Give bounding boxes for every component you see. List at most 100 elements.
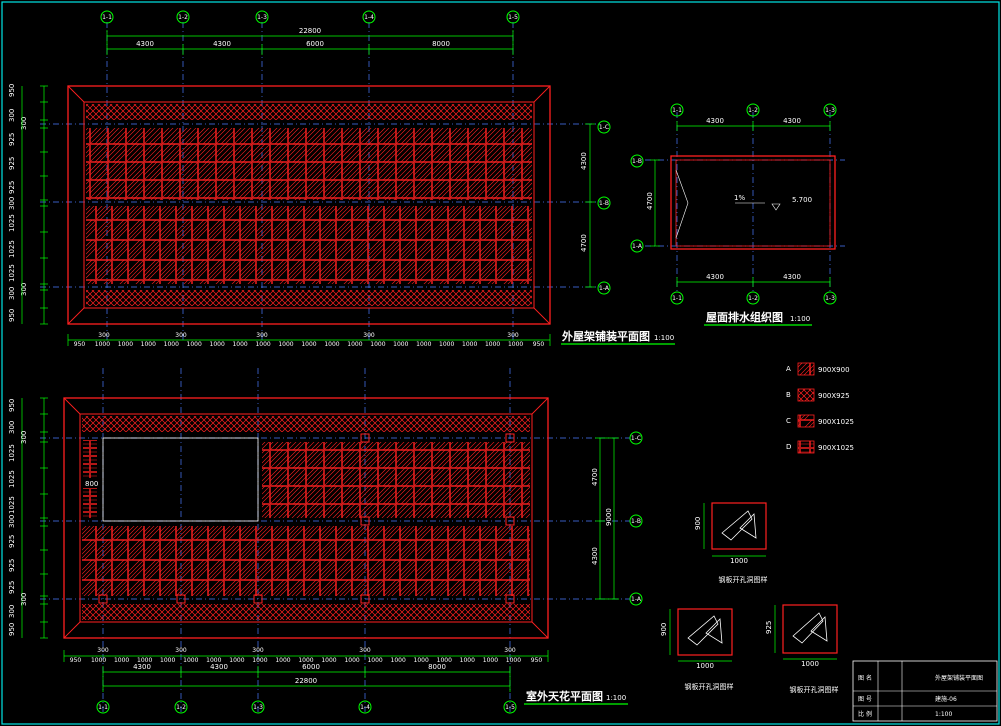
material-legend: A 900X900 B 900X925 C 900X1025 D 900X102… xyxy=(786,362,854,454)
plan1-column-dim-2: 300 xyxy=(175,332,187,339)
legend-swatch-c xyxy=(797,414,815,428)
svg-text:1-1: 1-1 xyxy=(672,107,682,114)
plan3-right-total: 9000 xyxy=(605,508,613,526)
legend-label-d: 900X1025 xyxy=(818,444,854,452)
plan3-left-dim: 1025 xyxy=(8,496,16,514)
plan1-top-dim-4: 8000 xyxy=(432,40,450,48)
detail3-width: 1000 xyxy=(801,660,819,668)
plan1-left-dim: 1025 xyxy=(8,214,16,232)
plan1-bottom-dim-7: 1000 xyxy=(210,341,225,348)
plan3-bottom-dim-1: 4300 xyxy=(133,663,151,671)
plan1-left-dim: 1025 xyxy=(8,264,16,282)
plan1-bottom-dim-10: 1000 xyxy=(278,341,293,348)
plan1-bottom-dim-13: 1000 xyxy=(347,341,362,348)
plan1-bottom-dim-19: 1000 xyxy=(485,341,500,348)
plan2-scale: 1:100 xyxy=(790,315,810,323)
plan1-left-dim: 300 xyxy=(8,287,16,300)
plan1-bottom-dim-14: 1000 xyxy=(370,341,385,348)
plan1-left-dim: 300 xyxy=(8,109,16,122)
plan3-left-dim: 300 xyxy=(20,431,28,444)
detail-steel-plate-2: 1000 900 钢板开孔洞图样 xyxy=(660,608,734,691)
plan3-bottom-dim-small-9: 1000 xyxy=(252,657,267,664)
plan3-inner-label: 800 xyxy=(85,480,98,488)
plan3-bottom-dim-small-15: 1000 xyxy=(391,657,406,664)
svg-text:1-A: 1-A xyxy=(632,243,643,250)
plan3-column-dim-1: 300 xyxy=(97,647,109,654)
plan3-bottom-dim-small-19: 1000 xyxy=(483,657,498,664)
detail2-width: 1000 xyxy=(696,662,714,670)
plan3-left-dim: 300 xyxy=(8,421,16,434)
plan3-bottom-dim-small-20: 1000 xyxy=(506,657,521,664)
legend-key-a: A xyxy=(786,365,791,373)
plan1-bottom-dim-17: 1000 xyxy=(439,341,454,348)
plan2-elevation: 5.700 xyxy=(792,196,812,204)
svg-text:1-5: 1-5 xyxy=(508,14,518,21)
legend-swatch-d xyxy=(797,440,815,454)
plan3-bottom-dim-small-18: 1000 xyxy=(460,657,475,664)
plan3-bottom-dim-small-5: 1000 xyxy=(160,657,175,664)
detail-steel-plate-1: 1000 900 钢板开孔洞图样 xyxy=(694,502,768,584)
plan3-bottom-dim-small-1: 950 xyxy=(70,657,82,664)
plan1-left-dim: 925 xyxy=(8,157,16,170)
detail2-height: 900 xyxy=(660,623,668,636)
plan3-bottom-dim-small-14: 1000 xyxy=(367,657,382,664)
plan1-bottom-dim-6: 1000 xyxy=(187,341,202,348)
plan1-scale: 1:100 xyxy=(654,334,674,342)
plan1-left-dim: 925 xyxy=(8,181,16,194)
detail1-height: 900 xyxy=(694,517,702,530)
plan3-bottom-dim-small-2: 1000 xyxy=(91,657,106,664)
svg-text:1-2: 1-2 xyxy=(178,14,188,21)
svg-text:1-A: 1-A xyxy=(599,285,610,292)
plan3-column-dim-4: 300 xyxy=(359,647,371,654)
plan2-title: 屋面排水组织图 xyxy=(706,310,783,324)
plan2-top-dim-1: 4300 xyxy=(706,117,724,125)
plan3-left-dim: 300 xyxy=(20,593,28,606)
plan2-bottom-dim-1: 4300 xyxy=(706,273,724,281)
plan1-top-dim-2: 4300 xyxy=(213,40,231,48)
plan3-bottom-dim-small-8: 1000 xyxy=(229,657,244,664)
plan3-bottom-dim-small-13: 1000 xyxy=(344,657,359,664)
plan1-bottom-dim-4: 1000 xyxy=(141,341,156,348)
plan1-right-dim-2: 4700 xyxy=(580,234,588,252)
detail3-height: 925 xyxy=(765,621,773,634)
tb-label-number: 图 号 xyxy=(858,696,872,703)
detail-steel-plate-3: 1000 925 钢板开孔洞图样 xyxy=(765,604,839,694)
plan3-column-dim-3: 300 xyxy=(252,647,264,654)
svg-text:1-1: 1-1 xyxy=(102,14,112,21)
plan3-scale: 1:100 xyxy=(606,694,626,702)
svg-text:1-B: 1-B xyxy=(631,518,641,525)
plan1-bottom-dim-21: 950 xyxy=(533,341,545,348)
title-block: 图 名 外屋架铺装平面图 图 号 建施-06 比 例 1:100 xyxy=(852,660,998,722)
plan1-left-dim: 300 xyxy=(20,117,28,130)
plan1-top-dim-1: 4300 xyxy=(136,40,154,48)
plan3-bottom-dim-small-16: 1000 xyxy=(414,657,429,664)
tb-label-scale: 比 例 xyxy=(858,710,872,718)
plan1-bottom-dim-12: 1000 xyxy=(324,341,339,348)
plan3-column-dim-2: 300 xyxy=(175,647,187,654)
svg-text:1-5: 1-5 xyxy=(505,704,515,711)
plan1-bottom-dim-1: 950 xyxy=(74,341,86,348)
plan3-left-dim: 950 xyxy=(8,399,16,412)
svg-text:1-B: 1-B xyxy=(599,200,609,207)
plan3-left-dim: 925 xyxy=(8,559,16,572)
svg-text:1-1: 1-1 xyxy=(98,704,108,711)
plan1-column-dim-4: 300 xyxy=(363,332,375,339)
legend-key-b: B xyxy=(786,391,791,399)
plan1-bottom-dim-5: 1000 xyxy=(164,341,179,348)
plan3-right-dim-1: 4700 xyxy=(591,468,599,486)
plan3-left-dim: 925 xyxy=(8,535,16,548)
svg-text:1-C: 1-C xyxy=(599,124,609,131)
plan3-left-dim: 300 xyxy=(8,515,16,528)
plan3-left-dim: 300 xyxy=(8,605,16,618)
legend-label-a: 900X900 xyxy=(818,366,850,374)
plan3-right-dim-2: 4300 xyxy=(591,547,599,565)
legend-swatch-b xyxy=(797,388,815,402)
plan3-bottom-dim-small-6: 1000 xyxy=(183,657,198,664)
plan3-bottom-dim-small-11: 1000 xyxy=(298,657,313,664)
svg-text:1-3: 1-3 xyxy=(825,107,835,114)
plan1-title: 外屋架铺装平面图 xyxy=(561,329,650,343)
plan1-bottom-dim-2: 1000 xyxy=(95,341,110,348)
detail1-caption: 钢板开孔洞图样 xyxy=(719,575,768,584)
